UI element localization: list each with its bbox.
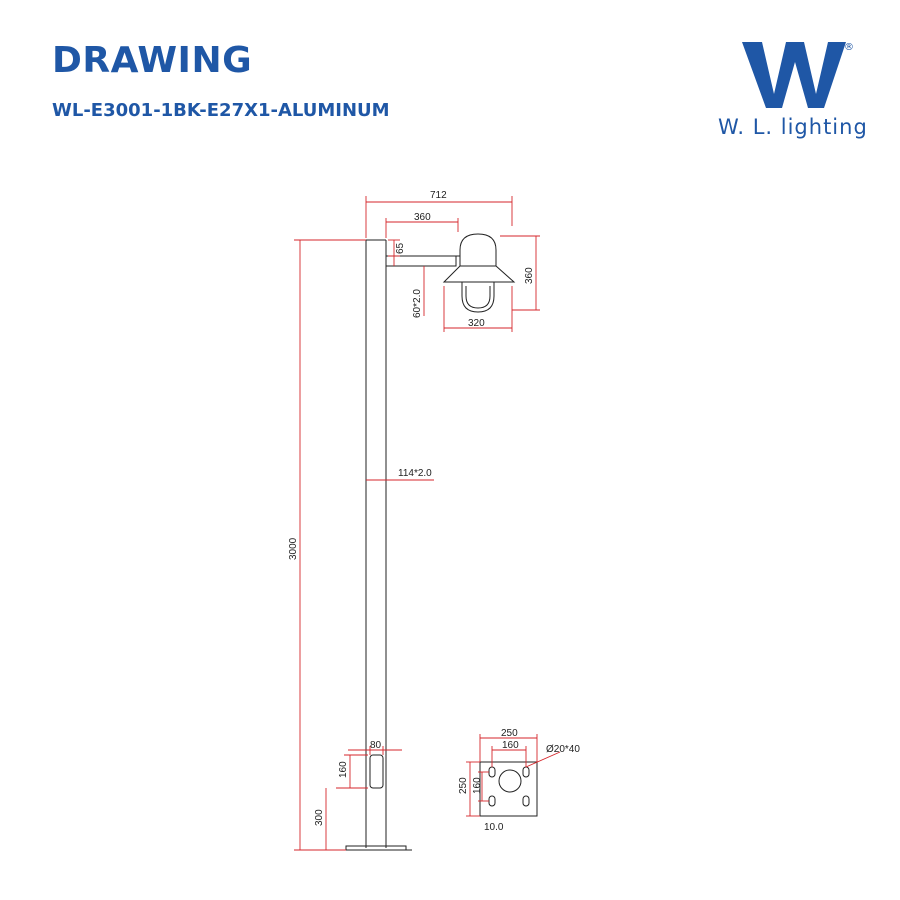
svg-text:65: 65	[395, 242, 406, 254]
dim-bolt-spacing-h: 160	[472, 771, 489, 802]
registered-mark: ®	[844, 42, 854, 53]
lamp-head	[442, 233, 516, 313]
svg-text:60*2.0: 60*2.0	[412, 289, 423, 318]
logo-wordmark: W. L. lighting	[718, 115, 868, 139]
svg-text:160: 160	[338, 761, 349, 778]
dim-bolt-spacing-w: 160	[491, 740, 527, 767]
svg-text:160: 160	[502, 740, 519, 751]
pole	[365, 239, 387, 848]
plate-thickness-label: 10.0	[484, 822, 504, 833]
dim-arm-height: 65	[388, 239, 406, 266]
dim-arm-length: 360	[385, 212, 459, 238]
svg-text:80: 80	[370, 740, 382, 751]
model-number: WL-E3001-1BK-E27X1-ALUMINUM	[52, 100, 390, 121]
dim-overall-width: 712	[365, 190, 513, 238]
dim-pole-height: 3000	[288, 239, 366, 851]
svg-text:360: 360	[524, 267, 535, 284]
dim-lamp-width: 320	[443, 286, 513, 332]
dim-lamp-height: 360	[500, 235, 540, 311]
svg-text:114*2.0: 114*2.0	[398, 468, 432, 479]
dim-base-height: 250	[458, 761, 480, 817]
svg-text:160: 160	[472, 777, 483, 794]
dim-door-height: 160	[336, 754, 368, 789]
service-door	[369, 754, 384, 789]
svg-text:3000: 3000	[288, 537, 299, 560]
base-plate	[340, 845, 412, 851]
dim-door-offset: 300	[314, 788, 327, 850]
wl-logo-mark: ®	[742, 42, 854, 108]
dim-arm-tube: 60*2.0	[412, 266, 425, 318]
dim-bolt-hole: Ø20*40	[525, 744, 580, 768]
svg-text:250: 250	[501, 728, 518, 739]
dim-base-width: 250	[479, 728, 538, 762]
svg-text:250: 250	[458, 777, 469, 794]
svg-text:712: 712	[430, 190, 447, 201]
svg-text:320: 320	[468, 318, 485, 329]
svg-text:300: 300	[314, 809, 325, 826]
dim-pole-tube: 114*2.0	[366, 468, 434, 481]
svg-text:Ø20*40: Ø20*40	[546, 744, 580, 755]
page-title: DRAWING	[52, 40, 253, 81]
svg-text:360: 360	[414, 212, 431, 223]
arm	[385, 255, 457, 267]
dim-door-width: 80	[348, 740, 402, 755]
base-plan-view	[479, 761, 538, 817]
